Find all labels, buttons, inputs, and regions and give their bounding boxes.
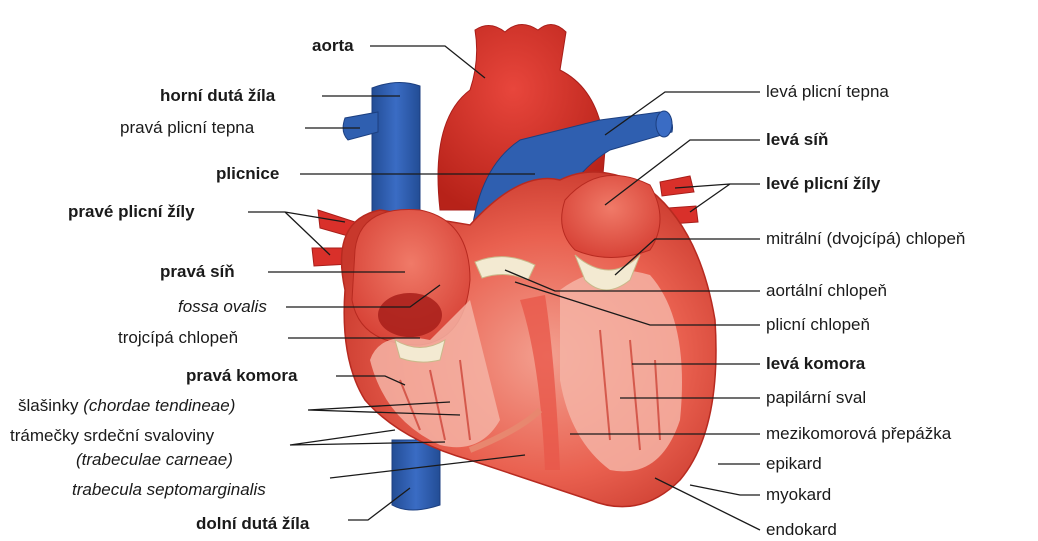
left-pulmonary-artery-end — [656, 111, 672, 137]
label-tramecky: trámečky srdeční svaloviny — [10, 426, 214, 446]
label-fossa-ovalis: fossa ovalis — [178, 297, 267, 317]
label-horni-duta-zila: horní dutá žíla — [160, 86, 275, 106]
leader-myokard — [690, 485, 760, 495]
label-myokard: myokard — [766, 485, 831, 505]
label-papilarni-sval: papilární sval — [766, 388, 866, 408]
leader-aorta — [370, 46, 485, 78]
label-endokard: endokard — [766, 520, 837, 540]
label-mitralni-chlopen: mitrální (dvojcípá) chlopeň — [766, 229, 965, 249]
label-epikard: epikard — [766, 454, 822, 474]
leader-endokard — [655, 478, 760, 530]
label-trojcipa-chlopen: trojcípá chlopeň — [118, 328, 238, 348]
label-plicnice: plicnice — [216, 164, 279, 184]
label-slasinky-cz: šlašinky — [18, 396, 78, 415]
label-trabecula-septomarginalis: trabecula septomarginalis — [72, 480, 266, 500]
label-prave-plicni-zily: pravé plicní žíly — [68, 202, 195, 222]
label-leva-sin: levá síň — [766, 130, 828, 150]
label-aortalni-chlopen: aortální chlopeň — [766, 281, 887, 301]
label-slasinky-latin: (chordae tendineae) — [83, 396, 235, 415]
inferior-vena-cava-shape — [392, 440, 440, 510]
fossa-ovalis-shape — [378, 293, 442, 337]
label-tramecky-latin: (trabeculae carneae) — [76, 450, 233, 470]
label-aorta: aorta — [312, 36, 354, 56]
label-leva-komora: levá komora — [766, 354, 865, 374]
label-plicni-chlopen: plicní chlopeň — [766, 315, 870, 335]
label-prava-sin: pravá síň — [160, 262, 235, 282]
label-mezikomorova-prepazka: mezikomorová přepážka — [766, 424, 951, 444]
label-leve-plicni-zily: levé plicní žíly — [766, 174, 880, 194]
label-prava-plicni-tepna: pravá plicní tepna — [120, 118, 254, 138]
label-leva-plicni-tepna: levá plicní tepna — [766, 82, 889, 102]
label-prava-komora: pravá komora — [186, 366, 298, 386]
label-dolni-duta-zila: dolní dutá žíla — [196, 514, 309, 534]
label-slasinky: šlašinky (chordae tendineae) — [18, 396, 235, 416]
